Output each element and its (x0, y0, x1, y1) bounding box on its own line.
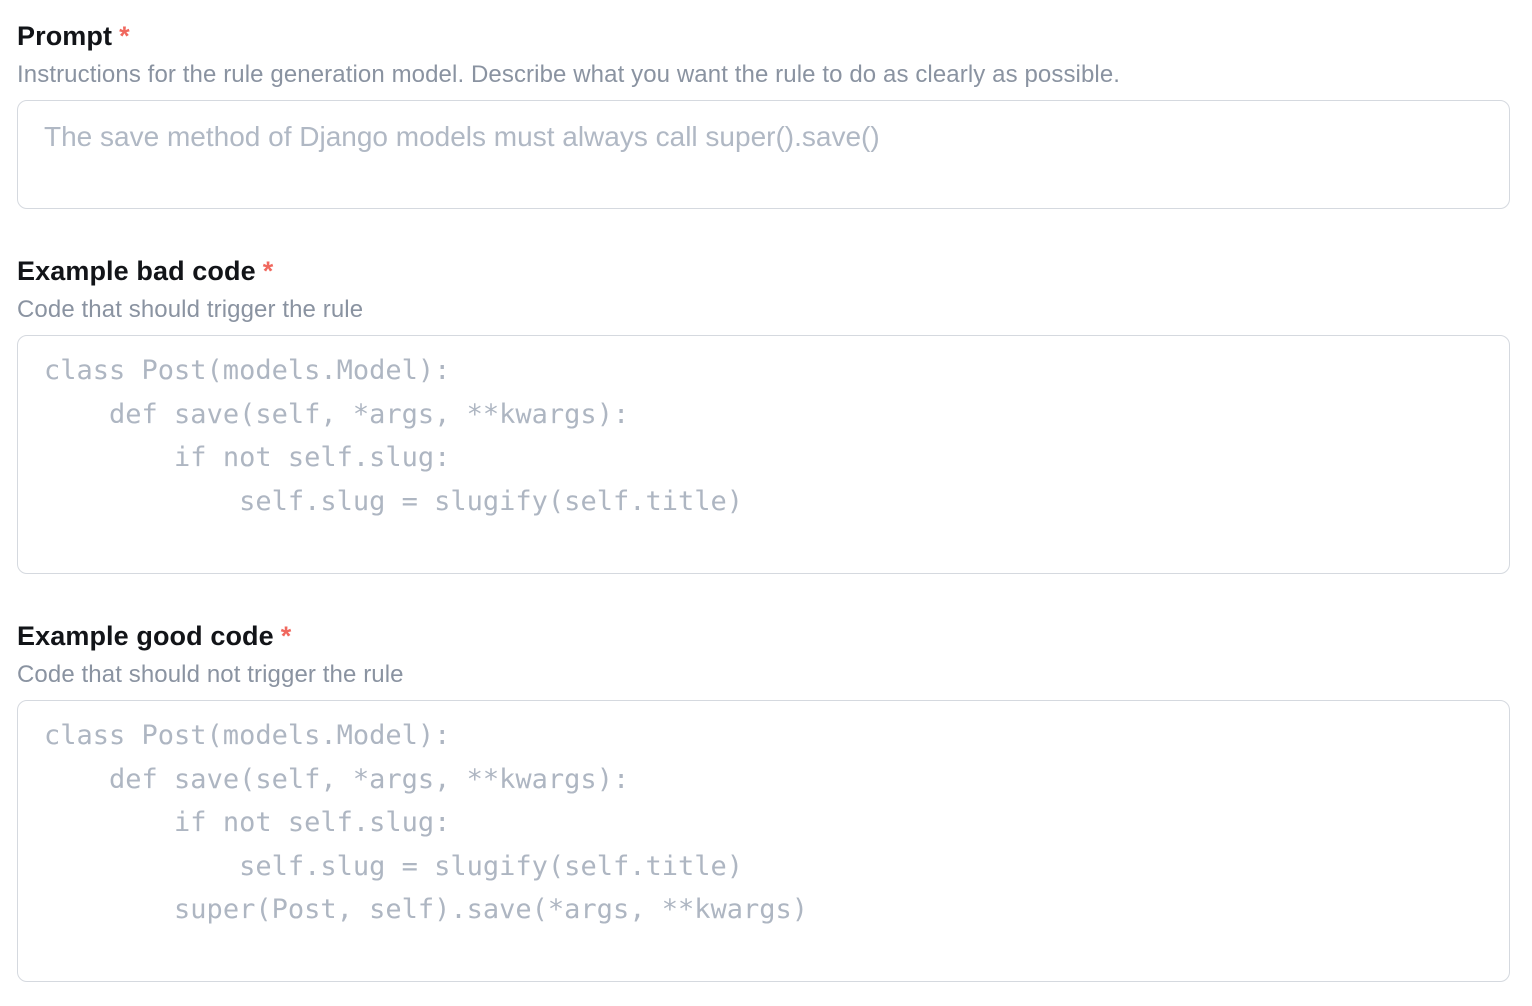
good-code-label: Example good code* (17, 620, 1510, 652)
bad-code-label-text: Example bad code (17, 256, 256, 286)
prompt-label-text: Prompt (17, 21, 113, 51)
good-code-description: Code that should not trigger the rule (17, 661, 404, 688)
good-code-field-section: Example good code* Code that should not … (17, 620, 1510, 982)
prompt-label: Prompt* (17, 20, 1510, 52)
bad-code-field-section: Example bad code* Code that should trigg… (17, 255, 1510, 574)
bad-code-textarea[interactable] (17, 335, 1510, 574)
good-code-textarea[interactable] (17, 700, 1510, 982)
prompt-description: Instructions for the rule generation mod… (17, 61, 1121, 88)
required-asterisk: * (119, 21, 130, 51)
prompt-field-section: Prompt* Instructions for the rule genera… (17, 20, 1510, 209)
bad-code-description: Code that should trigger the rule (17, 296, 364, 323)
bad-code-label: Example bad code* (17, 255, 1510, 287)
prompt-textarea[interactable] (17, 100, 1510, 209)
required-asterisk: * (262, 256, 274, 286)
required-asterisk: * (280, 621, 292, 651)
good-code-label-text: Example good code (17, 621, 274, 651)
